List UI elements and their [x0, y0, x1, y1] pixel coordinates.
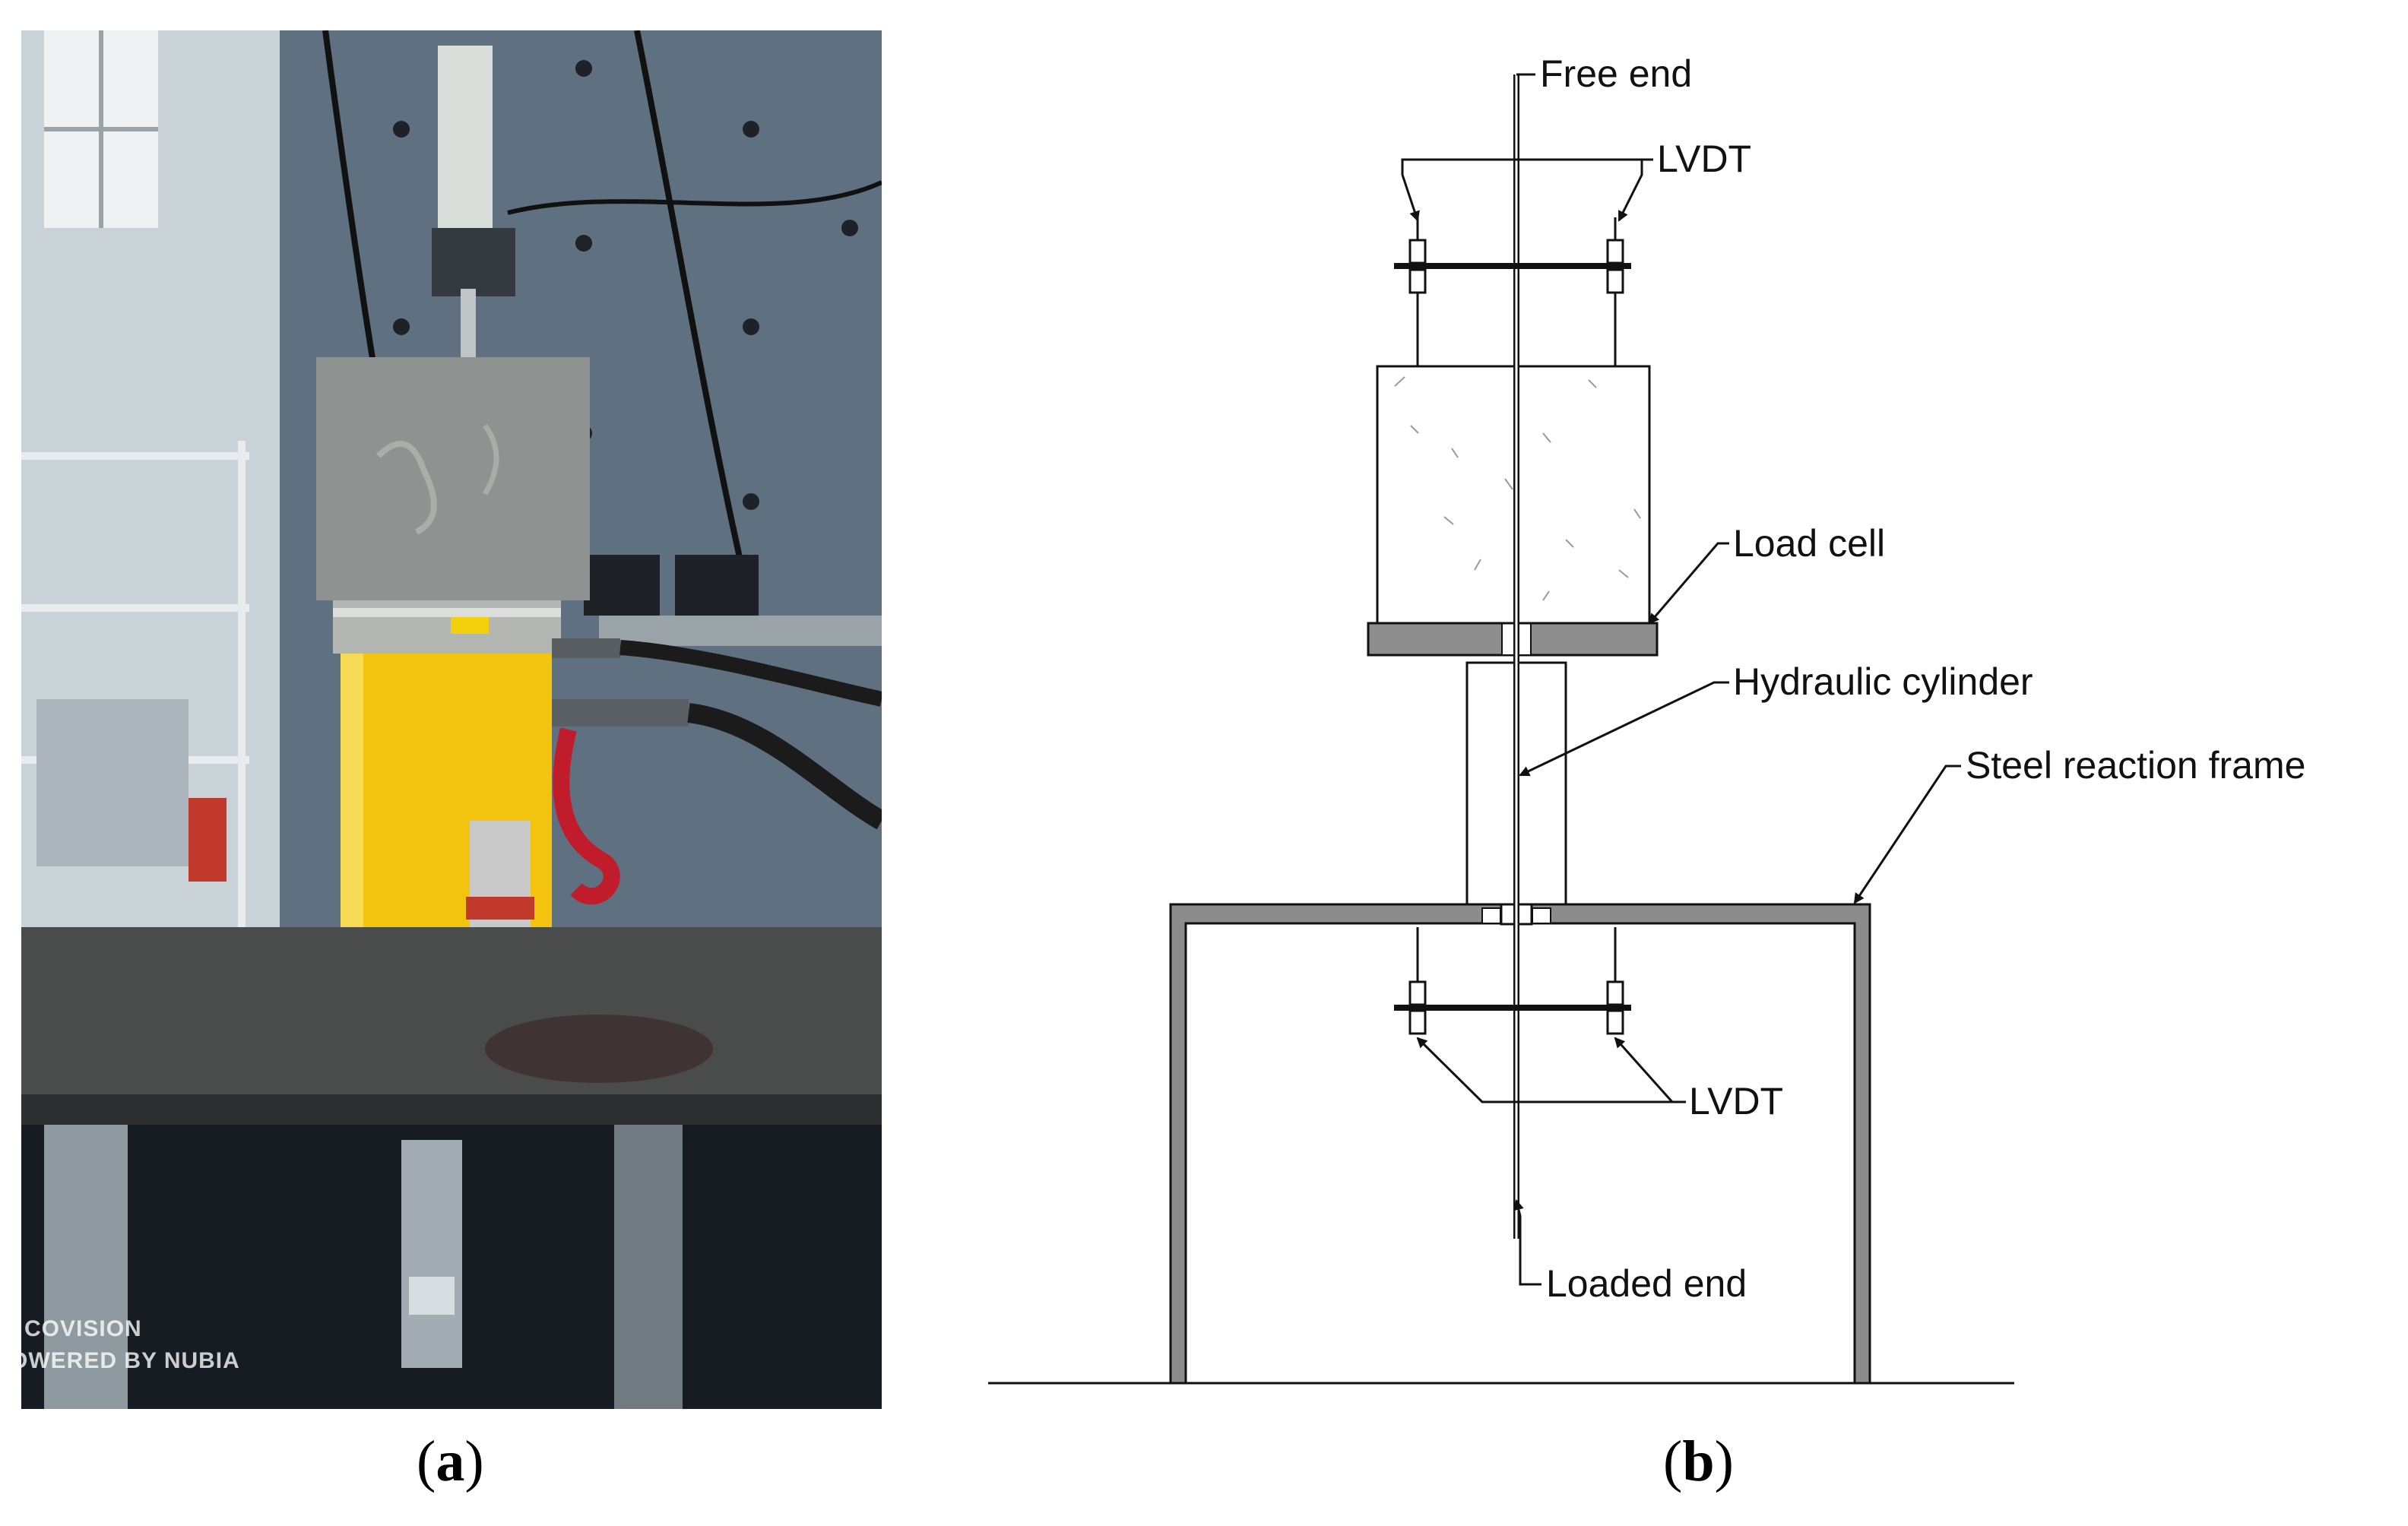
bottom-lvdt [401, 1140, 462, 1368]
label-hydraulic-cylinder: Hydraulic cylinder [1733, 660, 2033, 703]
label-lvdt-top: LVDT [1657, 138, 1751, 180]
camera-watermark-line1: COVISION [24, 1316, 142, 1341]
cube-aggregate-marks [1394, 376, 1641, 601]
caption-a-letter: a [436, 1429, 465, 1493]
steel-reaction-frame [1169, 903, 1871, 1385]
concrete-cube [316, 357, 590, 600]
label-steel-reaction-frame: Steel reaction frame [1966, 744, 2305, 787]
test-setup-schematic: Free end LVDT Load cell Hydraulic cylind… [988, 23, 2408, 1406]
label-free-end: Free end [1540, 52, 1692, 95]
lvdt-device [438, 46, 493, 236]
photo-illustration [21, 30, 882, 1409]
camera-watermark-line2: POWERED BY NUBIA [21, 1348, 240, 1373]
control-box [36, 699, 189, 866]
label-loaded-end: Loaded end [1546, 1262, 1747, 1305]
test-setup-photo: COVISION POWERED BY NUBIA [21, 30, 882, 1409]
caption-b-letter: b [1682, 1429, 1715, 1493]
top-lvdt-assembly [1394, 217, 1631, 366]
schematic-svg: Free end LVDT Load cell Hydraulic cylind… [988, 52, 2305, 1385]
label-load-cell: Load cell [1733, 522, 1885, 565]
red-hose-cap [553, 727, 620, 905]
label-lvdt-bottom: LVDT [1689, 1080, 1783, 1122]
caption-b: (b) [1663, 1429, 1734, 1493]
leader-lines [1401, 73, 1961, 1286]
steel-table-top [21, 927, 882, 1094]
table-leg-left [44, 1125, 128, 1409]
table-leg-right [614, 1125, 683, 1409]
bottom-lvdt-assembly [1394, 927, 1631, 1035]
caption-a: (a) [417, 1429, 484, 1493]
